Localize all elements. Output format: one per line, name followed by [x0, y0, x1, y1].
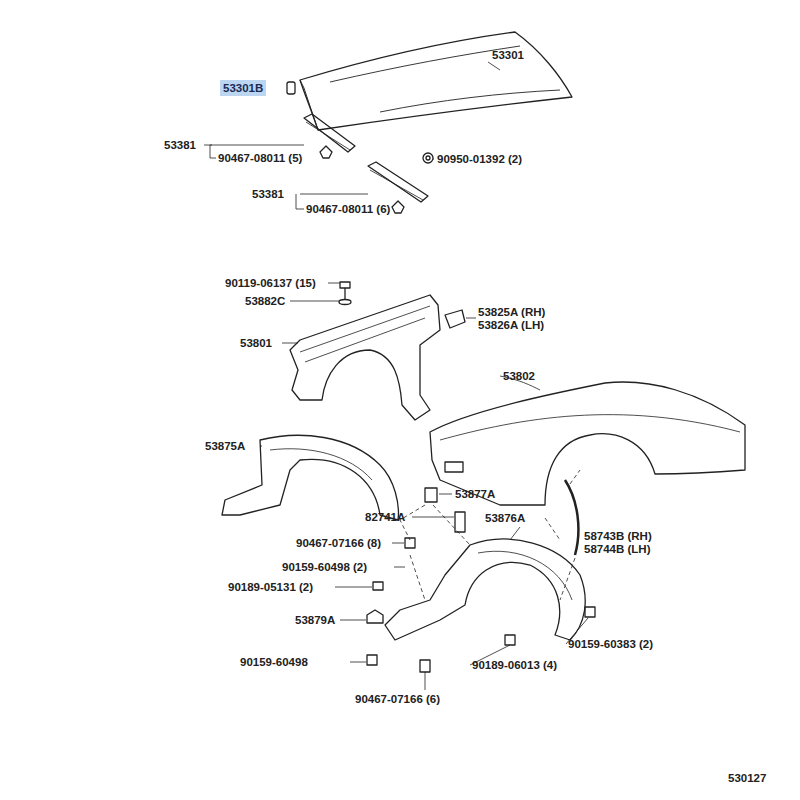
part-number: 53876A: [485, 512, 525, 525]
part-number: 53301: [492, 49, 524, 62]
part-number: 90159-60383 (2): [568, 638, 653, 651]
highlight-box: 53301B: [220, 80, 266, 96]
part-number: 90467-07166 (8): [296, 537, 381, 550]
diagram-number: 530127: [728, 772, 766, 785]
part-number: 53381: [164, 139, 196, 152]
part-number: 82741A: [365, 511, 405, 524]
part-number: 90189-05131 (2): [228, 581, 313, 594]
part-number: 53879A: [295, 614, 335, 627]
part-number: 53875A: [205, 440, 245, 453]
part-number: 90159-60498: [240, 656, 308, 669]
part-number: 53826A (LH): [478, 319, 544, 332]
part-number: 53381: [252, 188, 284, 201]
part-number: 53301B: [223, 81, 263, 95]
part-number: 53882C: [245, 295, 285, 308]
part-number: 90159-60498 (2): [282, 561, 367, 574]
part-number: 90467-08011 (6): [306, 203, 390, 216]
part-number: 90467-07166 (6): [355, 693, 440, 706]
part-number: 90189-06013 (4): [472, 659, 557, 672]
part-number: 90950-01392 (2): [437, 153, 522, 166]
part-number: 53802: [503, 370, 535, 383]
part-number: 53801: [240, 337, 272, 350]
part-number: 58743B (RH): [584, 530, 652, 543]
part-number: 90119-06137 (15): [225, 277, 316, 290]
part-number: 53877A: [455, 488, 495, 501]
part-number: 90467-08011 (5): [218, 152, 302, 165]
part-number: 58744B (LH): [584, 543, 650, 556]
part-number: 53825A (RH): [478, 306, 545, 319]
